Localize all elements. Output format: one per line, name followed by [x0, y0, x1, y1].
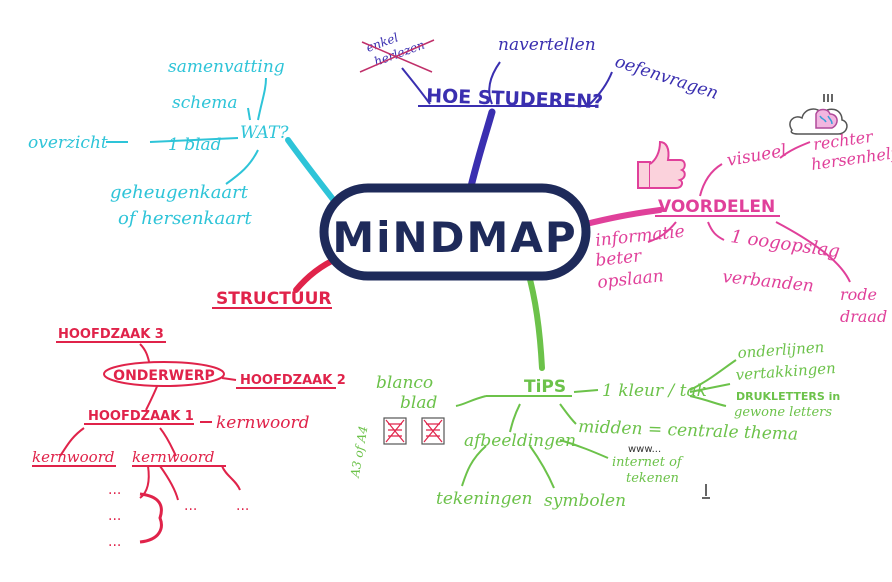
study-item-practice: oefenvragen — [612, 52, 720, 104]
branch-tips-sub-line-right — [689, 359, 737, 407]
structure-topic-to-main1 — [145, 383, 159, 411]
tips-item-www: www... — [628, 444, 661, 455]
structure-dots-3: ... — [108, 534, 121, 550]
what-item-brain-map: of hersenkaart — [118, 208, 253, 229]
branch-tips-sub-blank — [455, 395, 487, 407]
tips-item-symbols: symbolen — [544, 491, 626, 511]
benefits-item-red: rode — [840, 285, 877, 304]
branch-what-sub-memory — [225, 149, 259, 185]
what-item-summary: samenvatting — [168, 57, 285, 77]
benefits-item-visual: visueel — [725, 141, 788, 171]
tips-item-internet: internet of — [612, 455, 684, 470]
branch-tips — [525, 269, 545, 371]
benefits-item-better: beter — [594, 246, 643, 271]
what-item-memory-map: geheugenkaart — [110, 182, 249, 203]
tips-item-draw: tekenen — [626, 471, 679, 486]
brain-cloud-icon — [789, 94, 848, 135]
study-item-retell: navertellen — [498, 35, 596, 55]
tips-item-underline: onderlijnen — [737, 338, 825, 362]
branch-benefits — [579, 207, 663, 228]
branch-what-sub-schema — [247, 107, 251, 121]
branch-benefits-sub2 — [647, 221, 677, 243]
tips-item-capitals: DRUKLETTERS in — [736, 390, 840, 403]
branch-study-sub1 — [488, 61, 501, 105]
branch-tips-sub-middle — [559, 403, 577, 425]
structure-keyword: kernwoord — [216, 413, 310, 433]
tips-item-middle: midden = centrale thema — [578, 417, 799, 445]
structure-main2: HOOFDZAAK 2 — [240, 373, 346, 388]
branch-benefits-sub4 — [775, 221, 851, 283]
branch-what-sub-summary — [257, 77, 267, 121]
branch-benefits-sub3 — [707, 221, 725, 241]
branch-benefits-sub5 — [779, 141, 811, 159]
structure-sub-keyword-1: kernwoord — [32, 448, 114, 466]
structure-sub-branches — [139, 465, 241, 501]
branch-study-sub2 — [589, 71, 613, 105]
what-item-sheet: 1 blad — [168, 135, 222, 155]
tips-item-a3a4: A3 of A4 — [348, 425, 371, 480]
benefits-item-thread: draad — [840, 307, 887, 326]
tips-item-drawings: tekeningen — [436, 489, 532, 509]
benefits-item-glance: 1 oogopslag — [729, 226, 841, 262]
thumbs-up-icon — [637, 140, 686, 189]
tips-item-blank: blanco — [376, 373, 433, 393]
structure-topic-ellipse — [103, 361, 225, 387]
branch-tips-sub-color — [573, 389, 599, 393]
what-item-schema: schema — [172, 93, 238, 113]
structure-label: STRUCTUUR — [216, 289, 332, 309]
structure-dots-4: ... — [184, 498, 197, 514]
tips-item-branches: vertakkingen — [735, 359, 836, 384]
benefits-item-connections: verbanden — [721, 267, 814, 296]
branch-study-sub3 — [401, 67, 431, 105]
what-label: WAT? — [240, 123, 289, 143]
tips-item-normal-letters: gewone letters — [734, 405, 832, 420]
pencil-icon — [702, 484, 710, 499]
tips-item-images: afbeeldingen — [464, 431, 576, 451]
branch-benefits-sub1 — [699, 163, 723, 197]
structure-dots-5: ... — [236, 498, 249, 514]
structure-dots-2: ... — [108, 508, 121, 524]
study-cross-out — [359, 39, 435, 73]
tips-item-one-color: 1 kleur / tak — [602, 381, 707, 401]
benefits-label: VOORDELEN — [658, 197, 775, 217]
crossed-sheet-icon-2 — [421, 417, 445, 445]
structure-main1: HOOFDZAAK 1 — [88, 409, 194, 424]
structure-sub-keyword-2: kernwoord — [132, 448, 214, 466]
structure-dots-1: ... — [108, 482, 121, 498]
structure-brace — [139, 492, 163, 544]
structure-main1-to-subs — [59, 427, 177, 457]
study-label: HOE STUDEREN? — [426, 85, 604, 113]
branch-tips-sub-images-out — [461, 439, 609, 489]
structure-topic-to-main2 — [221, 377, 237, 381]
branch-tips-sub-images — [509, 403, 521, 433]
benefits-item-store: opslaan — [596, 266, 664, 293]
what-item-overview: overzicht — [28, 133, 108, 153]
center-title: MiNDMAP — [332, 213, 577, 262]
tips-label: TiPS — [524, 377, 566, 397]
branch-what-sub-blad — [106, 137, 239, 143]
crossed-sheet-icon — [383, 417, 407, 445]
structure-topic: ONDERWERP — [113, 368, 215, 384]
center-node — [319, 183, 591, 281]
tips-item-sheet: blad — [400, 393, 437, 413]
structure-main3: HOOFDZAAK 3 — [58, 327, 164, 342]
